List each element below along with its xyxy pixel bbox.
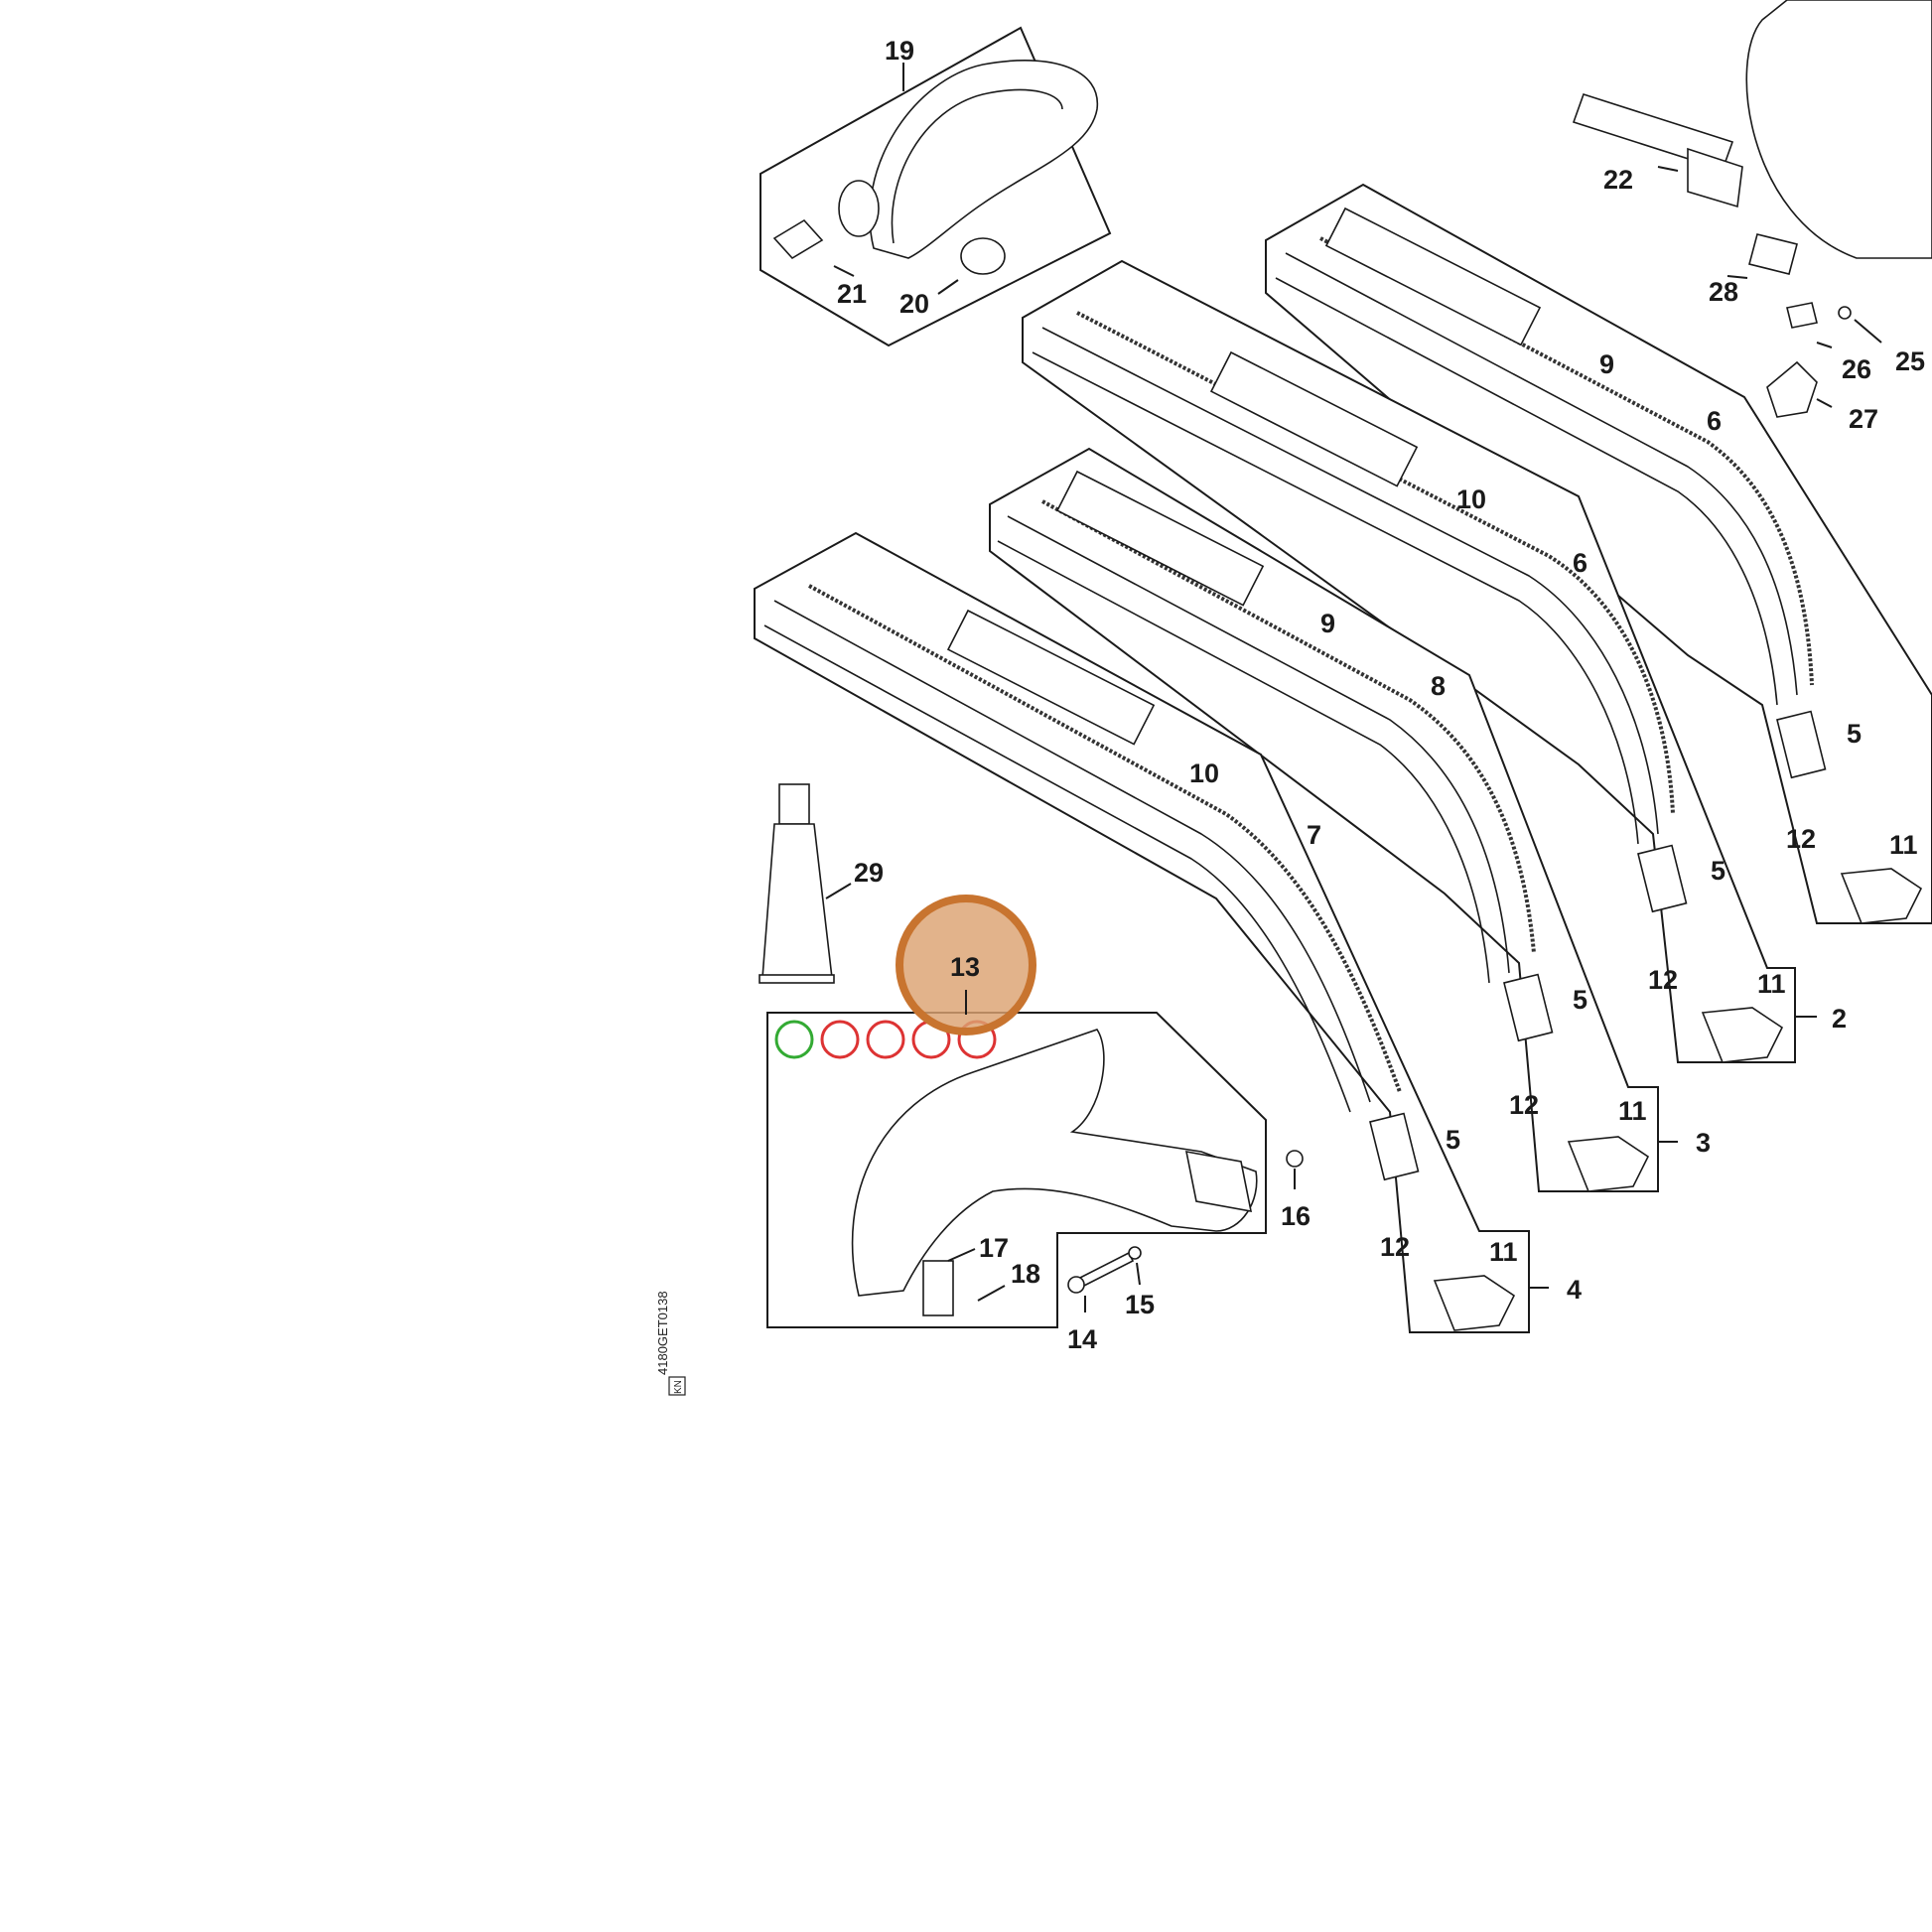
reference-code: 4180GET0138 KN (655, 1291, 686, 1396)
callout-16: 16 (1281, 1201, 1311, 1231)
callout-14: 14 (1067, 1324, 1097, 1354)
callout-22: 22 (1603, 165, 1633, 195)
callout-5-c: 5 (1573, 985, 1587, 1015)
callout-8: 8 (1431, 671, 1446, 701)
callout-18: 18 (1011, 1259, 1040, 1289)
callout-12-d: 12 (1380, 1232, 1410, 1262)
callout-17: 17 (979, 1233, 1009, 1263)
callout-6-mid: 6 (1573, 548, 1587, 578)
deflector-warning-symbols (774, 1020, 997, 1059)
callout-5-d: 5 (1446, 1125, 1460, 1155)
callout-11-b: 11 (1757, 969, 1786, 999)
callout-27: 27 (1849, 404, 1878, 434)
callout-10-low: 10 (1189, 759, 1219, 788)
callout-11-c: 11 (1618, 1096, 1647, 1126)
callout-4: 4 (1567, 1275, 1582, 1305)
grease-tube (759, 783, 852, 984)
callout-12-c: 12 (1509, 1090, 1539, 1120)
callout-15: 15 (1125, 1290, 1155, 1319)
callout-3: 3 (1696, 1128, 1711, 1158)
callout-11-a: 11 (1889, 830, 1918, 860)
callout-10-top: 10 (1456, 484, 1486, 514)
callout-28: 28 (1709, 277, 1738, 307)
callout-2: 2 (1832, 1004, 1847, 1034)
reference-code-text: 4180GET0138 (655, 1291, 670, 1375)
callout-9-top: 9 (1599, 349, 1614, 379)
callout-12-a: 12 (1786, 824, 1816, 854)
callout-5-b: 5 (1711, 856, 1725, 886)
callout-7: 7 (1307, 820, 1321, 850)
callout-9-mid: 9 (1320, 609, 1335, 638)
callout-12-b: 12 (1648, 965, 1678, 995)
callout-11-d: 11 (1489, 1237, 1518, 1267)
shaft-assembly-panel-2 (1022, 259, 1817, 1063)
callout-26: 26 (1842, 354, 1871, 384)
deflector-panel (766, 1012, 1267, 1328)
callout-19: 19 (885, 36, 914, 66)
reference-box-text: KN (673, 1380, 684, 1394)
screws (1067, 1150, 1304, 1312)
shaft-assembly-panel-4 (754, 531, 1549, 1333)
callout-6-top: 6 (1707, 406, 1722, 436)
callout-5-a: 5 (1847, 719, 1862, 749)
callout-13: 13 (950, 952, 980, 982)
highlight-part-13[interactable]: 13 (896, 895, 1036, 1035)
shaft-assembly-panel-3 (989, 447, 1678, 1192)
callout-20: 20 (899, 289, 929, 319)
callout-21: 21 (837, 279, 867, 309)
panel-loop-handle (759, 26, 1112, 347)
bike-handle-parts (1572, 0, 1932, 418)
callout-29: 29 (854, 858, 884, 888)
callout-25: 25 (1895, 346, 1925, 376)
